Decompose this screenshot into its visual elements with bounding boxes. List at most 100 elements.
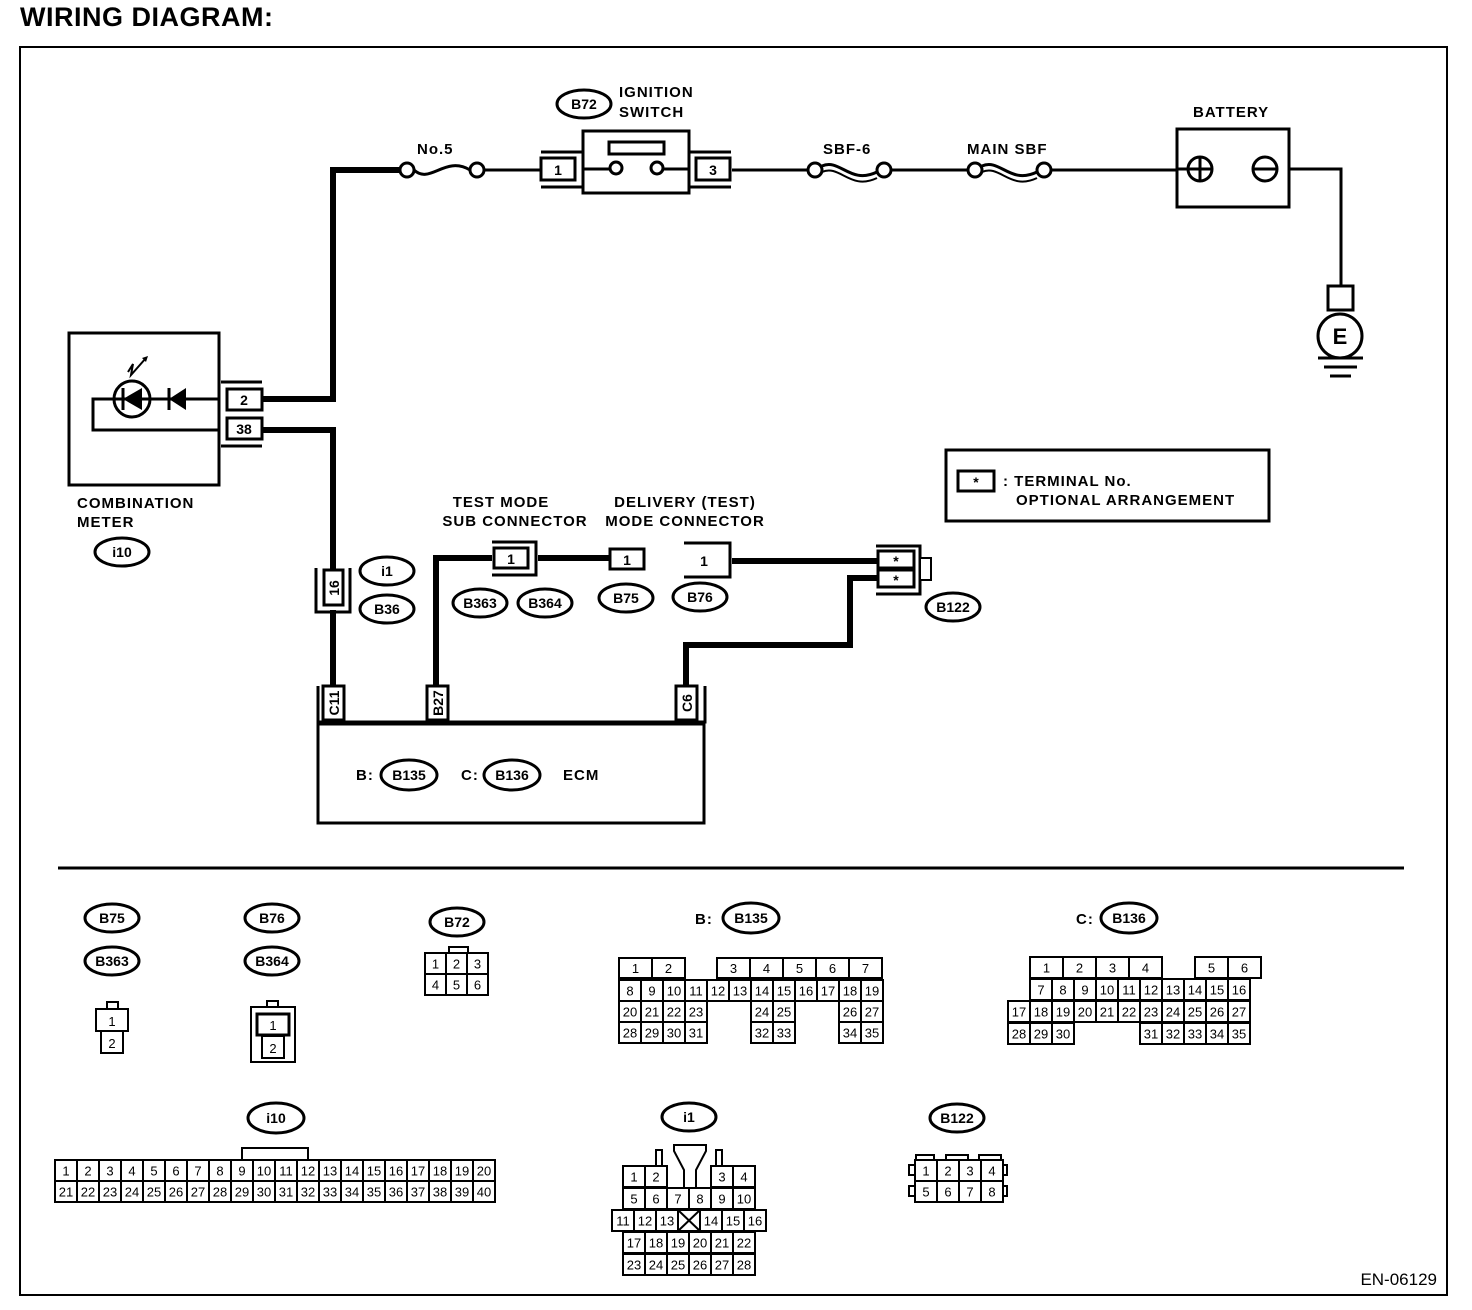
pin-cell — [684, 1021, 708, 1044]
pin-number: 26 — [1210, 1005, 1224, 1020]
connector-oval-b364 — [516, 587, 574, 619]
connector-oval-b122 — [924, 591, 982, 623]
pin-number: 3 — [718, 1170, 725, 1185]
pin-number: 4 — [763, 961, 770, 976]
pin-number: 31 — [689, 1026, 703, 1041]
legend-line-2: OPTIONAL ARRANGEMENT — [1016, 492, 1235, 509]
pin-box — [608, 547, 646, 571]
pin-label: 1 — [700, 553, 708, 569]
pin-number: 4 — [1142, 961, 1149, 976]
pin-number: 25 — [147, 1185, 161, 1200]
combination-meter: 2 38 COMBINATION METER i10 — [67, 331, 264, 568]
connector-oval-b72 — [555, 88, 613, 120]
pin-number: 8 — [696, 1192, 703, 1207]
pin-number: 22 — [1122, 1005, 1136, 1020]
pin-number: 3 — [106, 1164, 113, 1179]
pin-number: 11 — [689, 984, 703, 999]
pin-number: 16 — [389, 1164, 403, 1179]
pin-number: 8 — [626, 984, 633, 999]
pin-label: B27 — [430, 690, 446, 716]
pin-number: 15 — [1210, 983, 1224, 998]
test-sub-label-2: SUB CONNECTOR — [442, 513, 587, 530]
pin-number: 20 — [693, 1236, 707, 1251]
pin-number: 17 — [627, 1236, 641, 1251]
pin-number: 18 — [433, 1164, 447, 1179]
pin-number: 4 — [988, 1164, 995, 1179]
pin-number: 22 — [81, 1185, 95, 1200]
switch-contact-icon — [608, 160, 624, 176]
pin-number: 9 — [718, 1192, 725, 1207]
fuse-element-icon — [412, 164, 471, 176]
pin-number: 3 — [1109, 961, 1116, 976]
pin-number: 31 — [1144, 1027, 1158, 1042]
ground-label: E — [1333, 324, 1348, 349]
light-emission-icon — [127, 357, 147, 379]
fuse-terminal-icon — [966, 161, 984, 179]
latch-icon — [673, 1144, 707, 1189]
pin-number: 24 — [755, 1005, 769, 1020]
pin-number: 23 — [689, 1005, 703, 1020]
connector-oval-i10 — [246, 1101, 306, 1135]
connector-id: B75 — [99, 910, 125, 926]
pin-number: 18 — [843, 984, 857, 999]
pin-number: 9 — [648, 984, 655, 999]
pin-number: 2 — [944, 1164, 951, 1179]
legend-box — [944, 448, 1271, 523]
pin-number: 5 — [1208, 961, 1215, 976]
pin-number: 1 — [269, 1018, 276, 1033]
pin-number: 35 — [367, 1185, 381, 1200]
pin-cell — [860, 1021, 884, 1044]
pin-number: 30 — [667, 1026, 681, 1041]
pin-label: 1 — [623, 552, 631, 568]
pin-number: 22 — [737, 1236, 751, 1251]
ground-terminal — [1326, 284, 1355, 312]
pin-label: 1 — [507, 551, 515, 567]
pin-number: 21 — [59, 1185, 73, 1200]
pin-cell — [472, 1180, 496, 1203]
pin-number: 3 — [730, 961, 737, 976]
pin-number: 34 — [843, 1026, 857, 1041]
pin-box — [674, 684, 699, 722]
pin-number: 33 — [323, 1185, 337, 1200]
pin-number: 21 — [1100, 1005, 1114, 1020]
pin-number: 1 — [632, 961, 639, 976]
test-mode-sub-connector: TEST MODE SUB CONNECTOR 1 B363 B364 — [442, 494, 587, 619]
connector-oval-b36 — [358, 593, 416, 625]
pin-number: 21 — [715, 1236, 729, 1251]
pin-number: 8 — [1059, 983, 1066, 998]
pin-number: 2 — [665, 961, 672, 976]
pin-box — [539, 156, 577, 182]
connector-id: B135 — [734, 910, 768, 926]
wire-meter-to-joint — [263, 427, 336, 572]
connector-id: B364 — [528, 595, 562, 611]
fuse-sbf6: SBF-6 — [806, 141, 893, 183]
ecm-label: ECM — [563, 767, 599, 784]
pin-label: 16 — [326, 580, 342, 596]
connector-view-b75-b363: B75 B363 1 2 — [83, 902, 141, 1054]
fuse-terminal-icon — [806, 161, 824, 179]
pin-number: 14 — [755, 984, 769, 999]
connector-oval-b135 — [379, 758, 439, 792]
connector-oval-b135 — [721, 901, 781, 935]
pin-number: 4 — [128, 1164, 135, 1179]
pin-number: 27 — [191, 1185, 205, 1200]
pin-number: 18 — [1034, 1005, 1048, 1020]
pin-number: 29 — [235, 1185, 249, 1200]
pin-number: 2 — [1076, 961, 1083, 976]
fuse-terminal-icon — [1035, 161, 1053, 179]
pin-number: 34 — [1210, 1027, 1224, 1042]
pin-number: 39 — [455, 1185, 469, 1200]
pin-number: 7 — [1037, 983, 1044, 998]
pin-box — [225, 416, 264, 441]
fuse-no5-label: No.5 — [417, 141, 454, 158]
pin-number: 8 — [988, 1185, 995, 1200]
pin-number: 1 — [630, 1170, 637, 1185]
pin-number: 6 — [1241, 961, 1248, 976]
pin-number: 36 — [389, 1185, 403, 1200]
pin-number: 40 — [477, 1185, 491, 1200]
pin-number: 32 — [301, 1185, 315, 1200]
pin-number: 8 — [216, 1164, 223, 1179]
pin-number: 28 — [737, 1258, 751, 1273]
